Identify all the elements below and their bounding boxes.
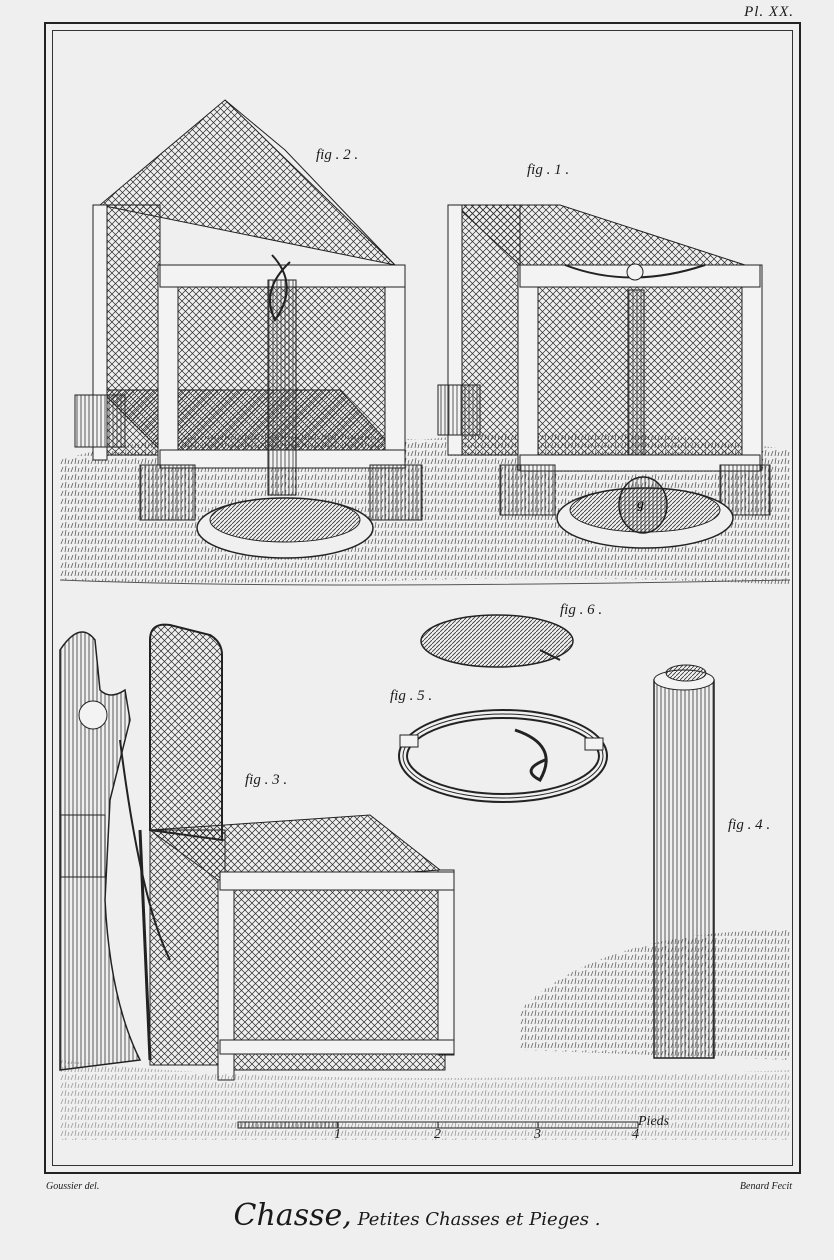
scale-unit: Pieds <box>638 1114 670 1129</box>
fig4-post <box>520 664 790 1060</box>
scale-bar <box>237 1121 639 1129</box>
bottom-ground <box>60 1060 790 1140</box>
outer-border <box>44 22 801 1174</box>
fig6-disc <box>420 614 574 668</box>
fig2-net-cage <box>74 99 423 559</box>
plate-title: Chasse, Petites Chasses et Pieges . <box>0 1198 834 1233</box>
scale-tick-4: 4 <box>632 1127 639 1142</box>
fig1-label: fig . 1 . <box>527 162 570 178</box>
fig6-label: fig . 6 . <box>560 602 603 618</box>
scale-tick-2: 2 <box>434 1127 441 1142</box>
credit-draughtsman: Goussier del. <box>46 1181 100 1192</box>
fig5-ring-trap <box>398 709 608 803</box>
credit-engraver: Benard Fecit <box>739 1181 792 1192</box>
title-sub: Petites Chasses et Pieges . <box>351 1209 601 1230</box>
fig3-hinged-cage <box>138 623 455 1081</box>
fig5-label: fig . 5 . <box>390 688 433 704</box>
title-main: Chasse, <box>233 1198 352 1233</box>
inner-border <box>52 30 793 1166</box>
fig4-label: fig . 4 . <box>728 817 771 833</box>
fig3-tree <box>59 631 171 1071</box>
weight-letter: g <box>637 497 644 512</box>
scale-tick-3: 3 <box>534 1127 541 1142</box>
plate-number: Pl. XX. <box>744 4 794 20</box>
fig1-square-cage <box>437 204 771 549</box>
fig3-label: fig . 3 . <box>245 772 288 788</box>
scale-tick-1: 1 <box>334 1127 341 1142</box>
fig2-label: fig . 2 . <box>316 147 359 163</box>
